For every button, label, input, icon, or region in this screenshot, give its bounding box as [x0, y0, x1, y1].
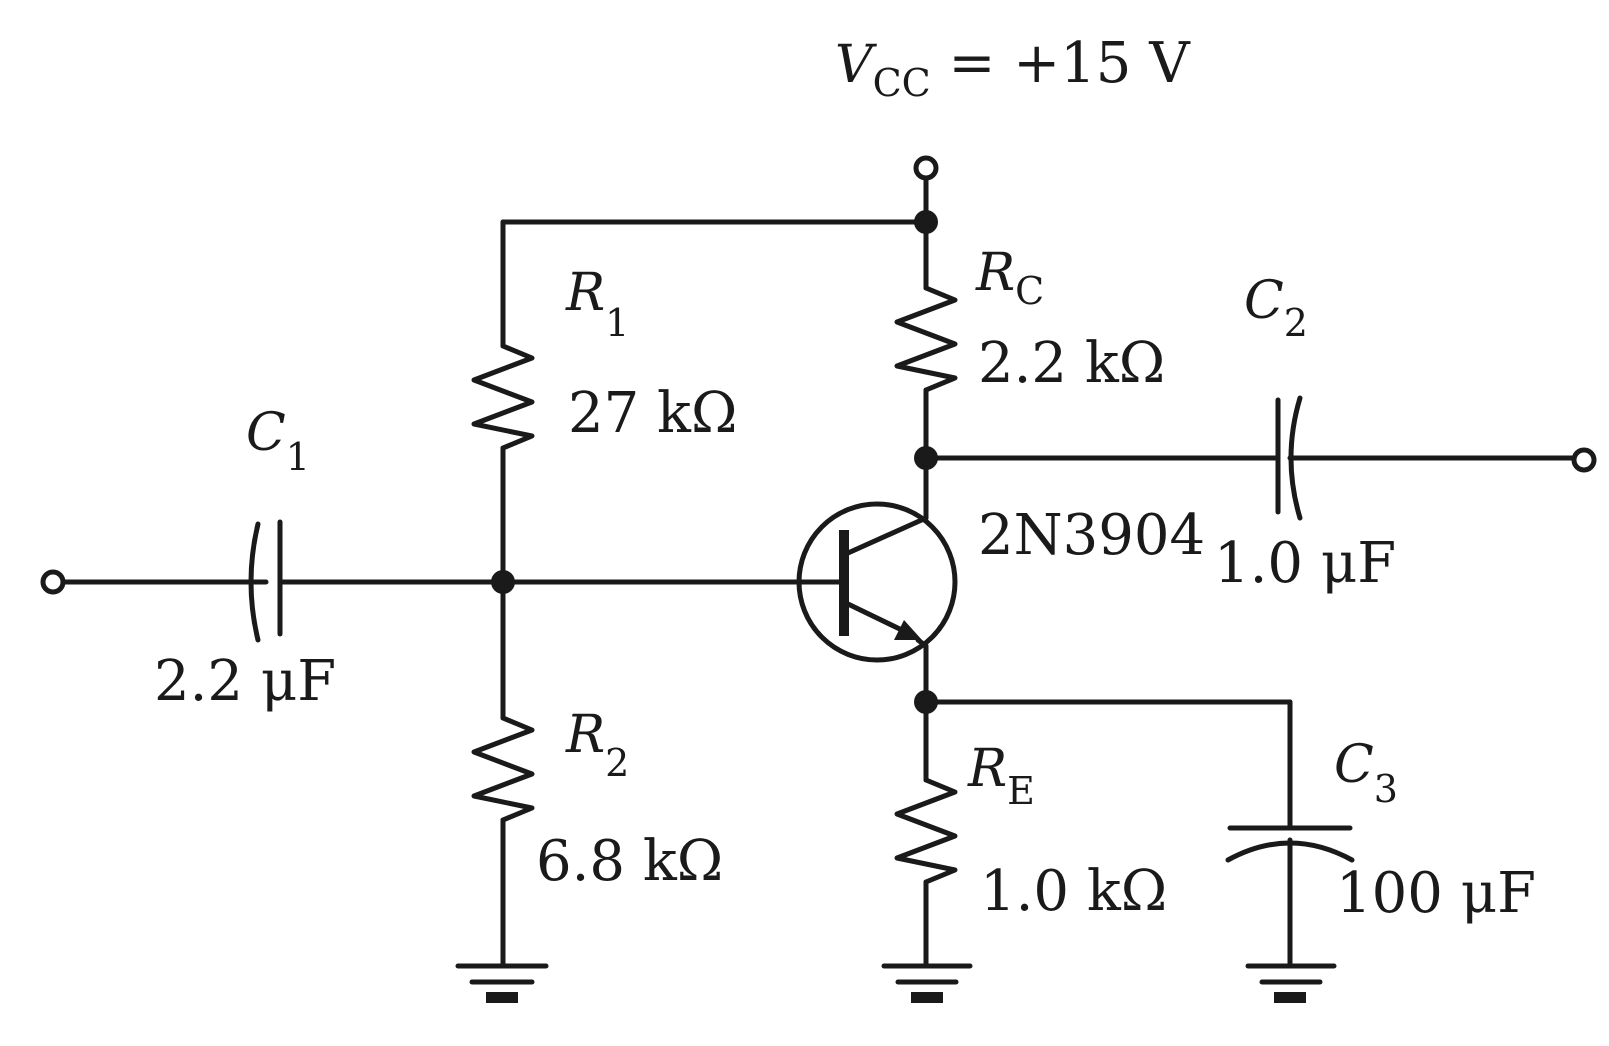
vcc-label: VCC = +15 V	[835, 31, 1191, 105]
c1-value: 2.2 μF	[154, 649, 336, 714]
c3-label: C3	[1334, 735, 1398, 811]
ground-icon	[881, 963, 973, 1003]
c2-value: 1.0 μF	[1214, 531, 1396, 596]
vcc-value: = +15 V	[931, 31, 1192, 96]
re-label: RE	[967, 739, 1035, 813]
r2-resistor	[471, 579, 535, 967]
transistor-part-label: 2N3904	[978, 503, 1205, 568]
input-terminal	[40, 569, 66, 595]
vcc-symbol: V	[835, 35, 877, 95]
ground-icon	[455, 963, 549, 1003]
r2-label: R2	[565, 705, 629, 785]
c3-value: 100 μF	[1336, 861, 1536, 926]
rc-label: RC	[975, 243, 1044, 313]
rc-resistor	[894, 219, 958, 461]
vcc-subscript: CC	[873, 61, 931, 105]
re-resistor	[894, 699, 958, 967]
re-value: 1.0 kΩ	[980, 859, 1167, 924]
r1-value: 27 kΩ	[568, 381, 737, 446]
ground-icon	[1245, 963, 1337, 1003]
c3-capacitor	[1225, 699, 1355, 967]
c2-label: C2	[1244, 271, 1308, 345]
npn-transistor-icon	[796, 455, 958, 705]
r1-resistor	[471, 219, 535, 585]
r2-value: 6.8 kΩ	[536, 829, 723, 894]
output-terminal	[1571, 447, 1597, 473]
c1-capacitor	[248, 519, 283, 643]
rc-value: 2.2 kΩ	[978, 331, 1165, 396]
r1-label: R1	[565, 263, 629, 345]
c1-label: C1	[246, 403, 310, 479]
